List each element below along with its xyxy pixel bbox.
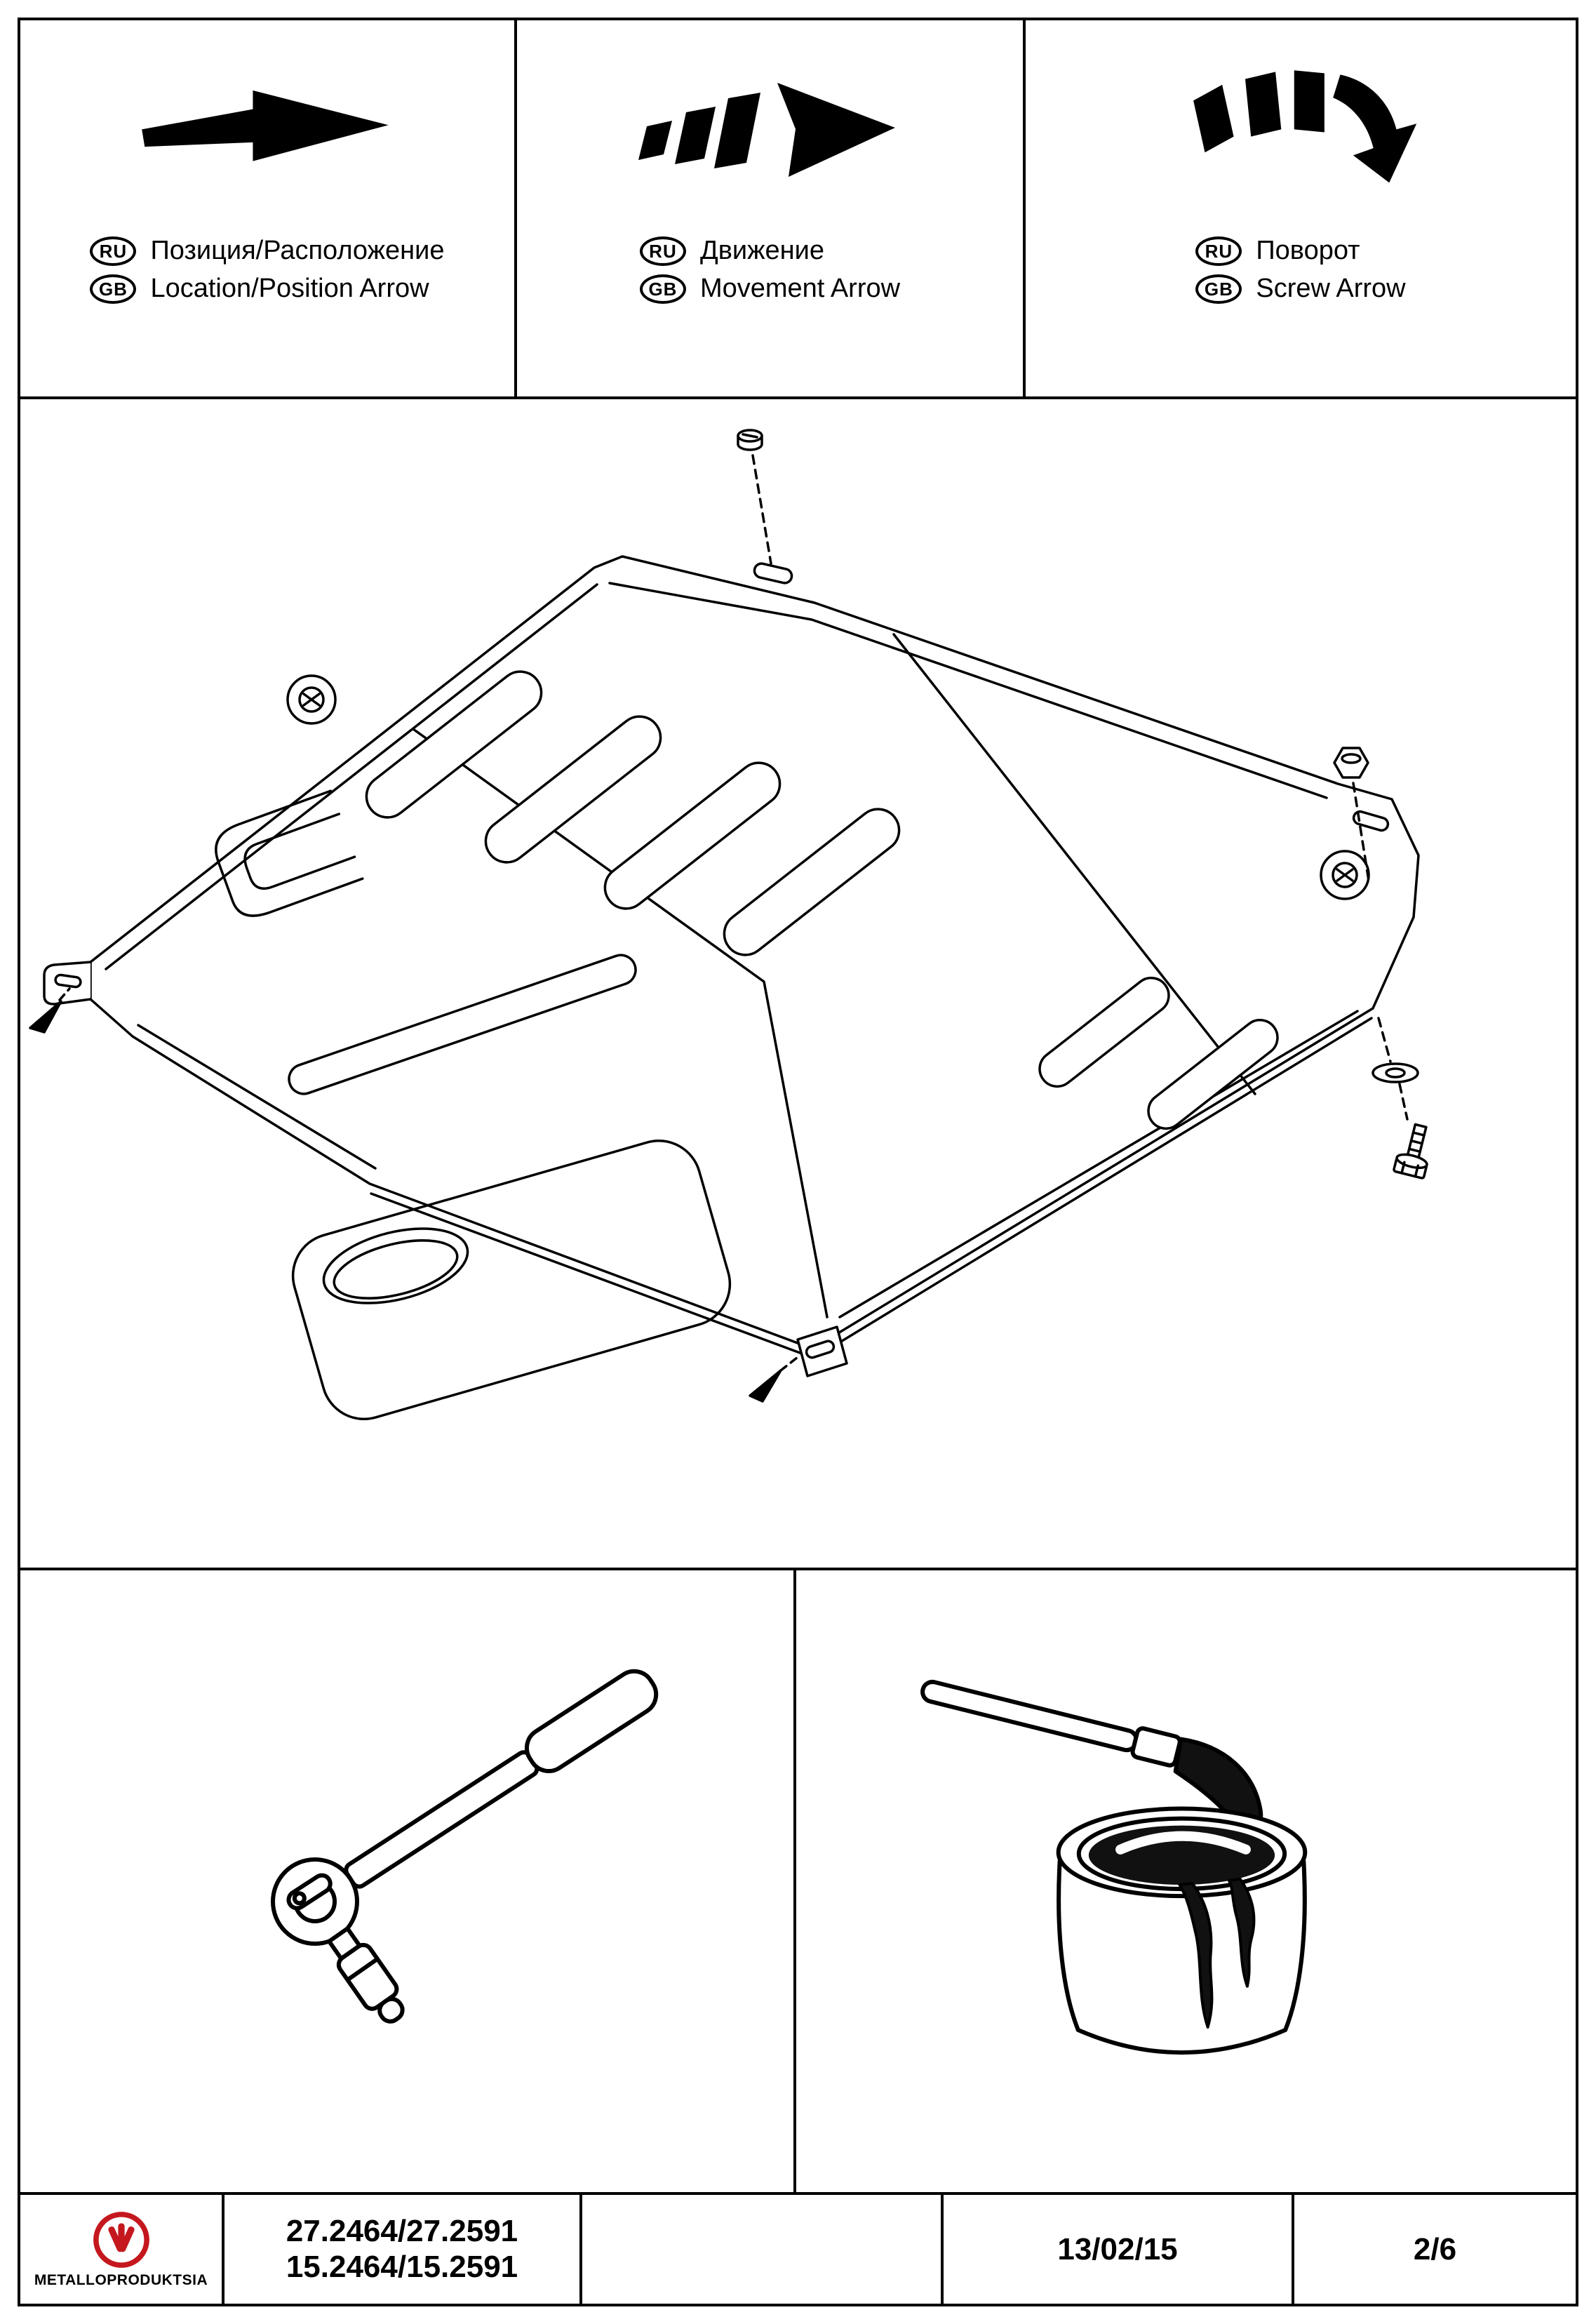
right-nut (1333, 747, 1369, 779)
legend-text-ru: Позиция/Расположение (150, 236, 445, 266)
brand-logo-icon (93, 2211, 149, 2268)
legend-text-gb: Location/Position Arrow (150, 274, 429, 304)
legend-labels: RU Позиция/Расположение GB Location/Posi… (90, 236, 445, 304)
c-channel (215, 789, 364, 917)
gb-badge: GB (90, 274, 137, 304)
gb-badge: GB (639, 274, 686, 304)
top-screw (737, 429, 763, 451)
plate-ribs (288, 670, 1279, 1130)
skid-plate-diagram (18, 396, 1578, 1570)
tools-row (18, 1570, 1578, 2195)
revision-date: 13/02/15 (1057, 2231, 1178, 2266)
part-numbers-cell: 27.2464/27.2591 15.2464/15.2591 (224, 2195, 582, 2306)
recessed-bolt-right (1320, 850, 1370, 900)
legend-row-gb: GB Location/Position Arrow (90, 274, 444, 304)
legend-row-ru: RU Позиция/Расположение (90, 236, 445, 266)
brand-name: METALLOPRODUKTSIA (34, 2271, 208, 2288)
legend-text-ru: Поворот (1256, 236, 1360, 266)
legend-item-movement: RU Движение GB Movement Arrow (517, 18, 1026, 396)
bolt (1393, 1123, 1428, 1180)
part-number-line-2: 15.2464/15.2591 (286, 2249, 518, 2284)
torque-wrench-illustration (18, 1570, 796, 2195)
left-mounting-tab (43, 961, 92, 1006)
empty-cell (582, 2195, 944, 2306)
ru-badge: RU (90, 236, 137, 266)
legend-row-gb: GB Movement Arrow (639, 274, 901, 304)
oval-hole (322, 1227, 469, 1304)
footer: METALLOPRODUKTSIA 27.2464/27.2591 15.246… (18, 2195, 1578, 2306)
legend-labels: RU Движение GB Movement Arrow (639, 236, 901, 304)
legend-item-screw: RU Поворот GB Screw Arrow (1026, 18, 1578, 396)
brand-logo: METALLOPRODUKTSIA (18, 2195, 224, 2306)
paint-can-illustration (796, 1570, 1578, 2195)
legend-labels: RU Поворот GB Screw Arrow (1195, 236, 1406, 304)
legend-text-gb: Movement Arrow (699, 274, 901, 304)
recessed-bolt-left (286, 674, 337, 725)
screw-arrow-icon (1181, 40, 1420, 222)
page-indicator-cell: 2/6 (1294, 2195, 1578, 2306)
bottom-recess (291, 1140, 732, 1420)
gb-badge: GB (1195, 274, 1242, 304)
washer (1372, 1062, 1419, 1083)
legend-text-gb: Screw Arrow (1256, 274, 1406, 304)
legend-header: RU Позиция/Расположение GB Location/Posi… (18, 18, 1578, 396)
part-number-line-1: 27.2464/27.2591 (286, 2213, 518, 2248)
ru-badge: RU (1195, 236, 1242, 266)
legend-row-gb: GB Screw Arrow (1195, 274, 1406, 304)
position-arrow-icon (138, 40, 397, 222)
position-arrow-bottom (749, 1354, 802, 1403)
position-arrow-left (29, 987, 71, 1034)
right-tab-slot (1352, 810, 1390, 832)
movement-arrow-icon (637, 40, 904, 222)
date-cell: 13/02/15 (944, 2195, 1294, 2306)
ru-badge: RU (639, 236, 686, 266)
legend-row-ru: RU Поворот (1195, 236, 1405, 266)
legend-row-ru: RU Движение (639, 236, 900, 266)
legend-item-position: RU Позиция/Расположение GB Location/Posi… (18, 18, 517, 396)
top-slot (753, 562, 793, 585)
bottom-bracket (796, 1325, 848, 1377)
page-indicator: 2/6 (1413, 2231, 1457, 2266)
legend-text-ru: Движение (699, 236, 825, 266)
